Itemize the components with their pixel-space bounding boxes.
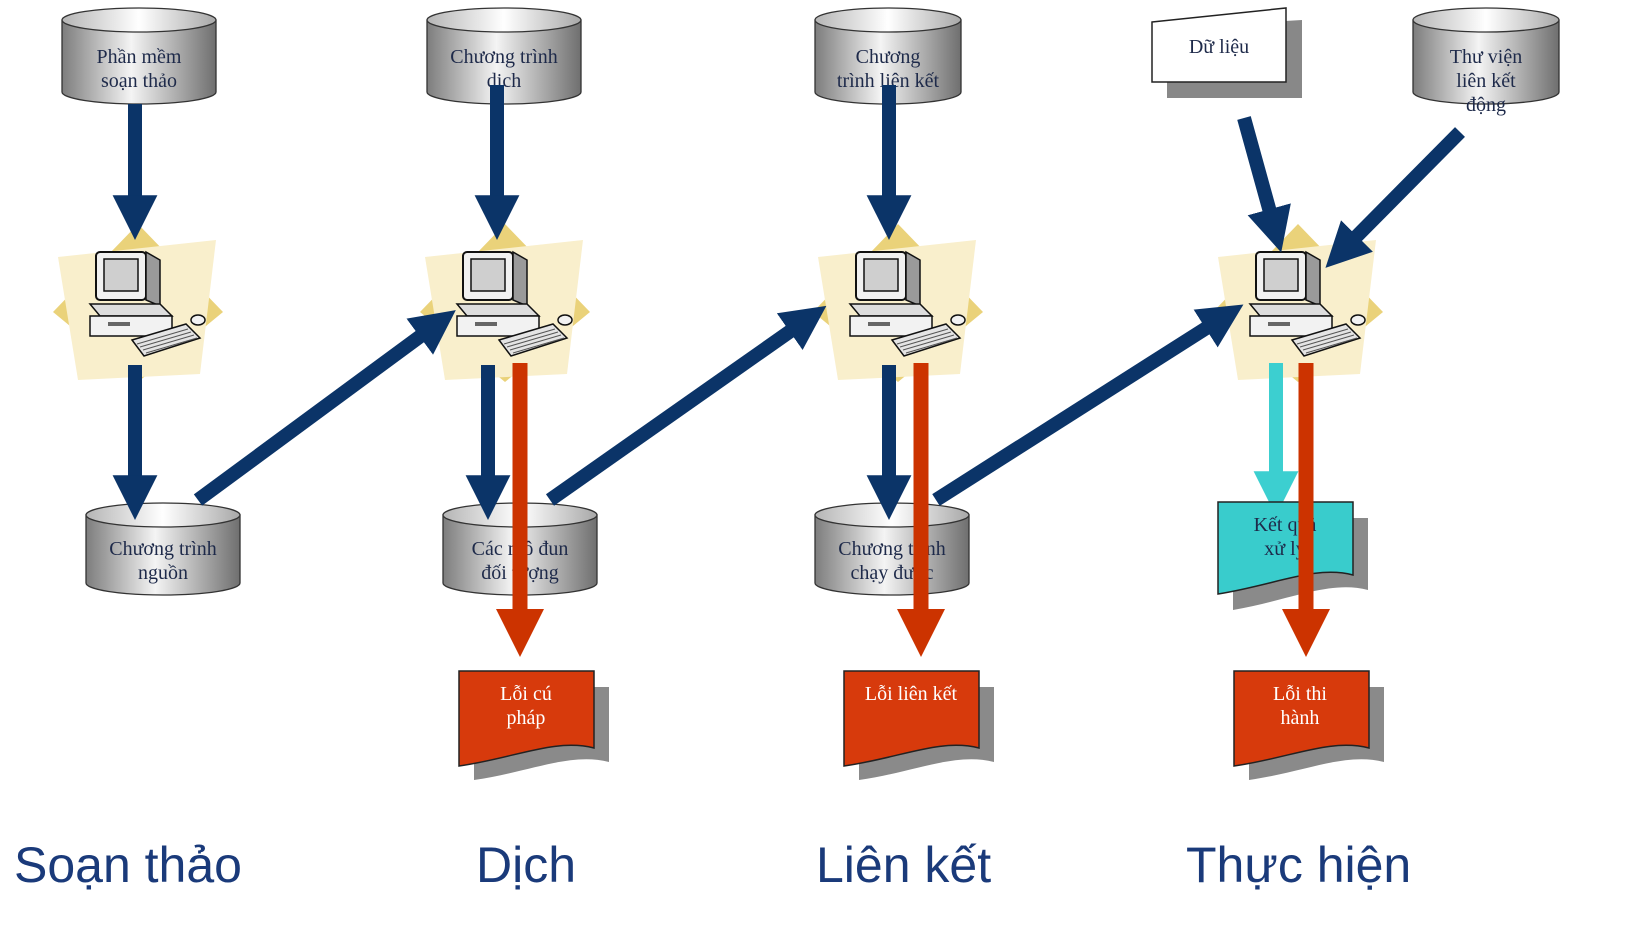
database-text-editor: Phần mềm soạn thảo — [61, 7, 217, 105]
database-source-program: Chương trình nguồn — [85, 502, 241, 596]
arrows-red — [496, 363, 1331, 657]
computer-compile-icon — [420, 224, 590, 382]
error-document-runtime: Lỗi thi hành — [1233, 670, 1384, 780]
computer-edit-icon — [53, 224, 223, 382]
arrow-source-to-compile — [193, 310, 456, 506]
database-compiler-line-1: Chương trình — [450, 46, 558, 68]
error-document-syntax: Lỗi cú pháp — [458, 670, 609, 780]
computer-run-icon — [1213, 224, 1383, 382]
database-executable: Chương trình chạy được — [814, 502, 970, 596]
database-source-program-line-2: nguồn — [138, 562, 188, 584]
database-dynamic-library-line-1: Thư viện — [1450, 46, 1523, 68]
database-dynamic-library-line-3: động — [1466, 94, 1506, 116]
database-text-editor-line-1: Phần mềm — [97, 46, 182, 68]
database-linker-line-1: Chương — [856, 46, 921, 68]
stage-label-link: Liên kết — [816, 837, 991, 893]
result-document: Kết quả xử lý — [1217, 501, 1368, 610]
arrow-library-to-computer — [1325, 127, 1465, 268]
computer-link-icon — [813, 224, 983, 382]
arrow-data-to-computer — [1237, 116, 1291, 253]
database-text-editor-line-2: soạn thảo — [101, 70, 177, 92]
error-document-link-line-1: Lỗi liên kết — [865, 683, 958, 705]
data-input-label: Dữ liệu — [1189, 36, 1249, 58]
database-source-program-line-1: Chương trình — [109, 538, 217, 560]
database-compiler: Chương trình dịch — [426, 7, 582, 105]
arrow-executable-to-run — [932, 304, 1244, 506]
arrow-objects-to-link — [545, 305, 827, 506]
database-linker-line-2: trình liên kết — [837, 70, 940, 92]
database-executable-line-2: chạy được — [850, 562, 933, 584]
stage-label-run: Thực hiện — [1186, 837, 1411, 893]
data-input: Dữ liệu — [1151, 7, 1302, 98]
error-document-runtime-line-2: hành — [1281, 707, 1320, 729]
database-dynamic-library: Thư viện liên kết động — [1412, 7, 1560, 116]
stage-label-edit: Soạn thảo — [14, 837, 242, 893]
error-document-link: Lỗi liên kết — [843, 670, 994, 780]
arrows-dark — [112, 85, 1465, 520]
database-dynamic-library-line-2: liên kết — [1456, 70, 1516, 92]
database-executable-line-1: Chương trình — [838, 538, 946, 560]
result-document-line-2: xử lý — [1264, 538, 1305, 560]
error-document-syntax-line-1: Lỗi cú — [500, 683, 552, 705]
stage-label-compile: Dịch — [476, 837, 576, 893]
error-document-syntax-line-2: pháp — [507, 707, 546, 729]
error-document-runtime-line-1: Lỗi thi — [1273, 683, 1327, 705]
